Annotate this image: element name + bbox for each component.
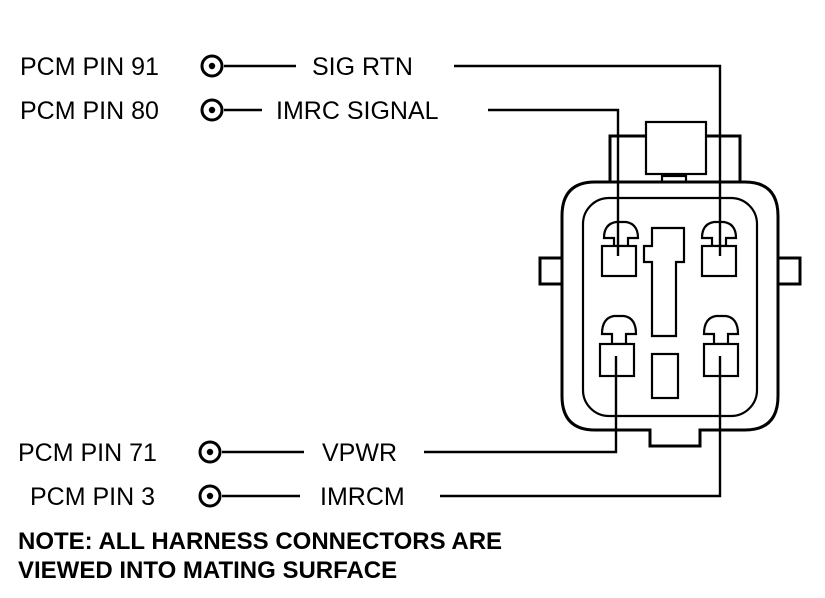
wire-imrcm	[440, 356, 722, 498]
note: NOTE: ALL HARNESS CONNECTORS ARE VIEWED …	[18, 528, 502, 584]
terminal-lower-right-cap	[702, 314, 740, 346]
connector-center-key	[642, 226, 686, 338]
terminal-dot-icon	[198, 440, 222, 464]
terminal-dot-icon	[198, 484, 222, 508]
connector-top-latch-inner	[644, 120, 708, 176]
wire-imrc-signal	[488, 108, 620, 256]
signal-label: SIG RTN	[312, 53, 413, 81]
connector-lower-key	[650, 352, 680, 400]
note-line-2: VIEWED INTO MATING SURFACE	[18, 557, 397, 584]
connector-left-ear	[538, 256, 566, 286]
pin-labels: PCM PIN 91 SIG RTN PCM PIN 80 IMRC SIGNA…	[18, 53, 439, 511]
note-line-1: NOTE: ALL HARNESS CONNECTORS ARE	[18, 528, 502, 555]
pcm-pin-label: PCM PIN 71	[18, 439, 157, 467]
pcm-terminals	[198, 54, 224, 508]
signal-label: IMRC SIGNAL	[276, 97, 439, 125]
pcm-pin-label: PCM PIN 3	[30, 483, 155, 511]
terminal-dot-icon	[200, 54, 224, 78]
pcm-pin-label: PCM PIN 91	[20, 53, 159, 81]
harness-connector	[538, 120, 802, 448]
wire-vpwr	[424, 356, 618, 454]
connector-right-ear	[774, 256, 802, 286]
wire-sig-rtn	[454, 64, 722, 256]
signal-label: IMRCM	[320, 483, 405, 511]
terminal-lower-left-cap	[600, 314, 638, 346]
pcm-pin-label: PCM PIN 80	[20, 97, 159, 125]
terminal-dot-icon	[200, 98, 224, 122]
signal-label: VPWR	[322, 439, 397, 467]
wires	[222, 64, 722, 498]
terminal-upper-left-cap	[602, 220, 640, 248]
